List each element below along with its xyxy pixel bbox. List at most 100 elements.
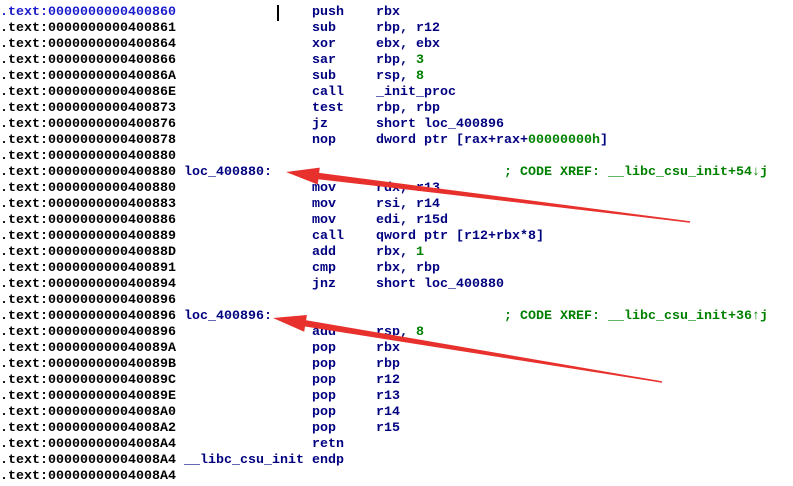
line-address: .text:000000000040089A (0, 341, 176, 356)
instruction-operands: r13 (376, 389, 400, 405)
operand-text: rbx, (376, 245, 416, 260)
code-label[interactable]: loc_400880: (184, 165, 272, 180)
line-address: .text:0000000000400896 (0, 293, 176, 308)
instruction-mnemonic: nop (312, 133, 336, 148)
listing-line[interactable]: .text:0000000000400883 mov rsi, r14 (0, 197, 793, 213)
line-address: .text:0000000000400896 (0, 325, 176, 340)
instruction-operands: rsp, 8 (376, 325, 424, 341)
line-address: .text:0000000000400864 (0, 37, 176, 52)
line-address: .text:0000000000400891 (0, 261, 176, 276)
operand-number: 1 (416, 245, 424, 260)
listing-line[interactable]: .text:0000000000400880 (0, 149, 793, 165)
instruction-mnemonic: mov (312, 197, 336, 212)
xref-comment[interactable]: ; CODE XREF: __libc_csu_init+54↓j (504, 165, 768, 180)
line-address: .text:0000000000400880 (0, 181, 176, 196)
instruction-mnemonic: xor (312, 37, 336, 52)
instruction-operands: rdx, r13 (376, 181, 440, 197)
operand-text: rbp, r12 (376, 21, 440, 36)
line-address: .text:0000000000400880 (0, 149, 176, 164)
operand-name-reference[interactable]: loc_400896 (424, 117, 504, 132)
line-address: .text:0000000000400873 (0, 101, 176, 116)
line-address: .text:0000000000400860 (0, 5, 176, 20)
operand-text: rbx (376, 341, 400, 356)
line-address: .text:0000000000400889 (0, 229, 176, 244)
listing-line[interactable]: .text:000000000040088D add rbx, 1 (0, 245, 793, 261)
instruction-mnemonic: add (312, 325, 336, 340)
line-address: .text:0000000000400883 (0, 197, 176, 212)
listing-line[interactable]: .text:0000000000400864 xor ebx, ebx (0, 37, 793, 53)
operand-text: short (376, 277, 424, 292)
line-address: .text:000000000040086E (0, 85, 176, 100)
xref-comment[interactable]: ; CODE XREF: __libc_csu_init+36↑j (504, 309, 768, 324)
code-label[interactable]: __libc_csu_init (184, 453, 304, 468)
operand-text: r13 (376, 389, 400, 404)
line-address: .text:0000000000400894 (0, 277, 176, 292)
operand-text: ebx, ebx (376, 37, 440, 52)
instruction-operands: rbx (376, 5, 400, 21)
listing-line[interactable]: .text:0000000000400894 jnz short loc_40088… (0, 277, 793, 293)
operand-text: rbp, rbp (376, 101, 440, 116)
instruction-mnemonic: add (312, 245, 336, 260)
line-address: .text:00000000004008A4 (0, 453, 176, 468)
operand-number: 8 (416, 325, 424, 340)
line-address: .text:000000000040089C (0, 373, 176, 388)
line-address: .text:00000000004008A0 (0, 405, 176, 420)
operand-name-reference[interactable]: loc_400880 (424, 277, 504, 292)
line-address: .text:000000000040088D (0, 245, 176, 260)
instruction-operands: dword ptr [rax+rax+00000000h] (376, 133, 608, 149)
instruction-operands: rsi, r14 (376, 197, 440, 213)
listing-line[interactable]: .text:000000000040089E pop r13 (0, 389, 793, 405)
instruction-mnemonic: sar (312, 53, 336, 68)
operand-number: 3 (416, 53, 424, 68)
line-address: .text:0000000000400876 (0, 117, 176, 132)
instruction-operands: r15 (376, 421, 400, 437)
instruction-mnemonic: pop (312, 389, 336, 404)
text-cursor (277, 5, 279, 21)
listing-line[interactable]: .text:0000000000400896 add rsp, 8 (0, 325, 793, 341)
line-address: .text:000000000040089E (0, 389, 176, 404)
operand-text: rbx (376, 5, 400, 20)
operand-text: ] (599, 133, 608, 148)
instruction-mnemonic: sub (312, 69, 336, 84)
operand-text: rsp, (376, 325, 416, 340)
instruction-operands: qword ptr [r12+rbx*8] (376, 229, 544, 245)
operand-text: rbx, rbp (376, 261, 440, 276)
operand-text: short (376, 117, 424, 132)
listing-line[interactable]: .text:0000000000400896 (0, 293, 793, 309)
operand-text: rsi, r14 (376, 197, 440, 212)
line-address: .text:0000000000400886 (0, 213, 176, 228)
instruction-mnemonic: sub (312, 21, 336, 36)
operand-name-reference[interactable]: _init_proc (376, 85, 456, 100)
instruction-mnemonic: pop (312, 421, 336, 436)
operand-text: edi, r15d (376, 213, 448, 228)
instruction-operands: rbx, 1 (376, 245, 424, 261)
instruction-mnemonic: jnz (312, 277, 336, 292)
instruction-operands: r14 (376, 405, 400, 421)
code-label[interactable]: loc_400896: (184, 309, 272, 324)
instruction-operands: rbx (376, 341, 400, 357)
listing-line[interactable]: .text:00000000004008A4 (0, 469, 793, 485)
